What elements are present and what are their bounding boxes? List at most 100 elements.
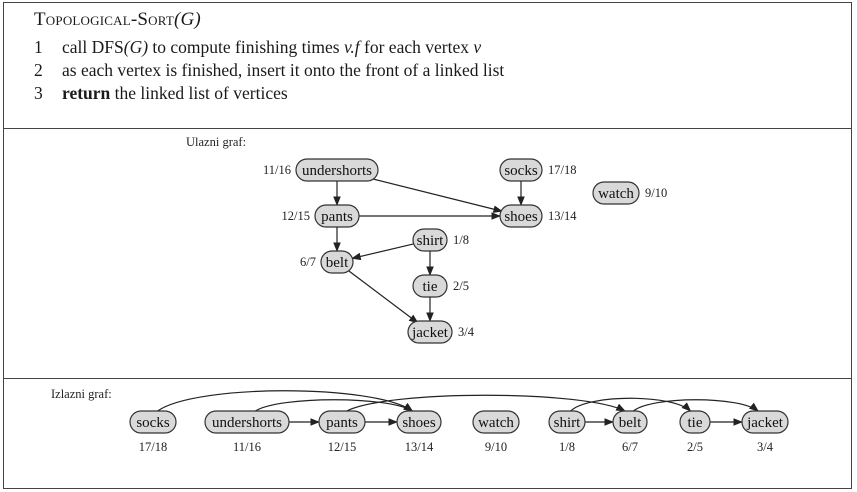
finish-times: 11/16 bbox=[263, 163, 291, 177]
edge-undershorts-shoes bbox=[366, 176, 503, 213]
sorted-node-jacket: jacket 3/4 bbox=[741, 410, 789, 454]
node-shape bbox=[592, 181, 640, 205]
node-shape bbox=[407, 320, 453, 344]
line-var: v bbox=[473, 37, 482, 57]
node-watch: watch 9/10 bbox=[592, 181, 667, 205]
node-shape bbox=[741, 410, 789, 434]
line-arg: (G) bbox=[123, 37, 149, 57]
finish-times: 9/10 bbox=[485, 440, 507, 454]
finish-times: 11/16 bbox=[233, 440, 261, 454]
algorithm-name: Topological-Sort bbox=[34, 9, 174, 30]
node-label: tie bbox=[688, 415, 703, 431]
algorithm-arg: (G) bbox=[173, 9, 201, 30]
algorithm-title: Topological-Sort(G) bbox=[34, 9, 201, 31]
line-number: 2 bbox=[34, 60, 43, 80]
output-edges bbox=[157, 390, 759, 426]
edge-belt-jacket bbox=[347, 269, 419, 324]
node-belt: belt 6/7 bbox=[300, 250, 354, 274]
line-var: v.f bbox=[343, 37, 360, 57]
node-shape bbox=[318, 410, 366, 434]
node-shape bbox=[396, 410, 442, 434]
node-shape bbox=[129, 410, 177, 434]
line-text: as each vertex is finished, insert it on… bbox=[62, 60, 505, 80]
node-label: tie bbox=[423, 279, 438, 295]
node-label: shirt bbox=[417, 233, 445, 249]
input-graph-caption: Ulazni graf: bbox=[186, 135, 246, 149]
node-label: pants bbox=[321, 209, 353, 225]
finish-times: 3/4 bbox=[458, 325, 475, 339]
node-label: undershorts bbox=[212, 415, 282, 431]
finish-times: 13/14 bbox=[548, 209, 577, 223]
finish-times: 6/7 bbox=[300, 255, 316, 269]
node-undershorts: undershorts 11/16 bbox=[263, 158, 379, 182]
finish-times: 3/4 bbox=[757, 440, 774, 454]
finish-times: 1/8 bbox=[453, 233, 469, 247]
edge-belt-jacket bbox=[633, 399, 759, 412]
line-keyword: return bbox=[62, 83, 111, 103]
input-edges bbox=[333, 176, 525, 324]
node-jacket: jacket 3/4 bbox=[407, 320, 475, 344]
edge-shirt-tie bbox=[570, 397, 692, 412]
node-label: jacket bbox=[746, 415, 784, 431]
finish-times: 12/15 bbox=[328, 440, 356, 454]
sorted-node-tie: tie 2/5 bbox=[679, 410, 711, 454]
line-text: call DFS bbox=[62, 37, 124, 57]
finish-times: 17/18 bbox=[548, 163, 576, 177]
finish-times: 17/18 bbox=[139, 440, 167, 454]
finish-times: 9/10 bbox=[645, 186, 667, 200]
edge-undershorts-shoes bbox=[255, 399, 414, 412]
node-shape bbox=[679, 410, 711, 434]
output-graph-caption: Izlazni graf: bbox=[51, 387, 112, 401]
sorted-node-belt: belt 6/7 bbox=[612, 410, 648, 454]
node-label: watch bbox=[598, 186, 634, 202]
finish-times: 13/14 bbox=[405, 440, 434, 454]
node-shape bbox=[204, 410, 290, 434]
node-label: jacket bbox=[411, 325, 449, 341]
sorted-node-shirt: shirt 1/8 bbox=[548, 410, 586, 454]
node-label: belt bbox=[326, 255, 349, 271]
finish-times: 6/7 bbox=[622, 440, 638, 454]
node-label: shirt bbox=[554, 415, 582, 431]
sorted-node-shoes: shoes 13/14 bbox=[396, 410, 442, 454]
finish-times: 2/5 bbox=[453, 279, 469, 293]
node-shape bbox=[472, 410, 520, 434]
node-label: shoes bbox=[504, 209, 537, 225]
line-number: 1 bbox=[34, 37, 43, 57]
node-label: belt bbox=[619, 415, 642, 431]
input-nodes: undershorts 11/16 socks 17/18 watch 9/10 pants… bbox=[263, 158, 667, 344]
finish-times: 12/15 bbox=[282, 209, 310, 223]
edge-socks-shoes bbox=[157, 390, 414, 412]
node-shape bbox=[314, 204, 360, 228]
edge-shirt-belt bbox=[351, 243, 415, 261]
node-shape bbox=[548, 410, 586, 434]
node-tie: tie 2/5 bbox=[412, 274, 469, 298]
line-number: 3 bbox=[34, 83, 43, 103]
node-shape bbox=[295, 158, 379, 182]
node-shape bbox=[412, 228, 448, 252]
line-text: to compute finishing times bbox=[148, 37, 344, 57]
algorithm-line-2: 2 as each vertex is finished, insert it o… bbox=[34, 60, 504, 81]
node-shoes: shoes 13/14 bbox=[499, 204, 577, 228]
finish-times: 2/5 bbox=[687, 440, 703, 454]
node-shape bbox=[499, 158, 543, 182]
sorted-node-pants: pants 12/15 bbox=[318, 410, 366, 454]
node-label: undershorts bbox=[302, 163, 372, 179]
node-shirt: shirt 1/8 bbox=[412, 228, 469, 252]
sorted-node-undershorts: undershorts 11/16 bbox=[204, 410, 290, 454]
node-pants: pants 12/15 bbox=[282, 204, 360, 228]
node-label: shoes bbox=[402, 415, 435, 431]
algorithm-line-3: 3 return the linked list of vertices bbox=[34, 83, 288, 104]
node-shape bbox=[612, 410, 648, 434]
node-socks: socks 17/18 bbox=[499, 158, 576, 182]
line-text: the linked list of vertices bbox=[110, 83, 288, 103]
node-label: socks bbox=[504, 163, 537, 179]
finish-times: 1/8 bbox=[559, 440, 575, 454]
node-shape bbox=[320, 250, 354, 274]
node-label: pants bbox=[326, 415, 358, 431]
